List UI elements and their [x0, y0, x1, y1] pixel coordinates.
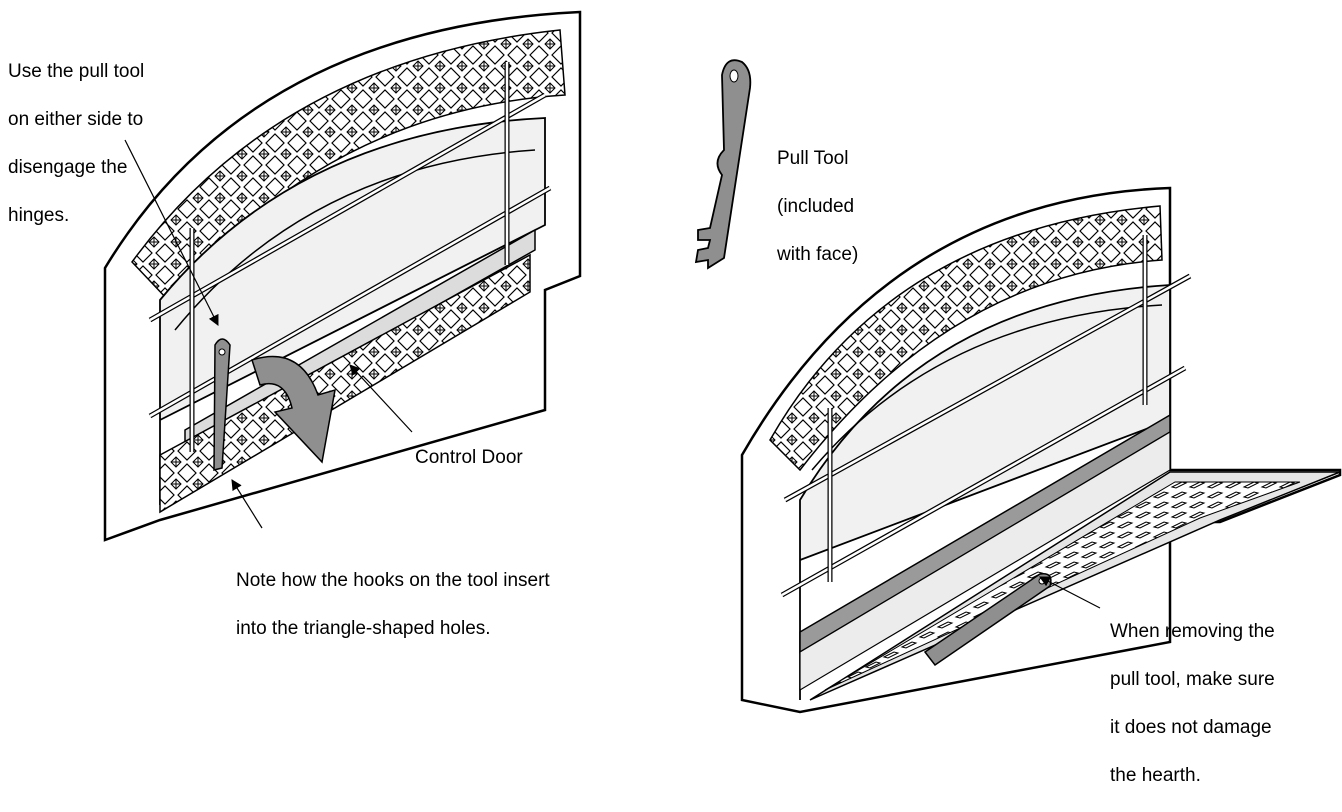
- hooks-note-callout: Note how the hooks on the tool insert in…: [236, 545, 550, 665]
- callout-line: hinges.: [8, 205, 70, 226]
- callout-line: Use the pull tool: [8, 61, 145, 82]
- pull-tool-usage-callout: Use the pull tool on either side to dise…: [8, 36, 144, 252]
- right-fireplace-face: [740, 186, 1342, 714]
- leader-removal-note: [1039, 576, 1101, 609]
- callout-line: it does not damage: [1110, 717, 1272, 738]
- left-fireplace-face: [103, 10, 582, 542]
- pull-tool-icon: [694, 59, 752, 270]
- rotation-arrow-icon: [251, 355, 336, 464]
- callout-line: Note how the hooks on the tool insert: [236, 570, 550, 591]
- callout-line: Pull Tool: [777, 148, 849, 169]
- fireplace-diagram: [103, 10, 1342, 714]
- callout-line: with face): [777, 244, 859, 265]
- leader-control-door: [349, 364, 413, 433]
- removal-note-callout: When removing the pull tool, make sure i…: [1110, 596, 1275, 812]
- callout-line: pull tool, make sure: [1110, 669, 1275, 690]
- callout-line: Control Door: [415, 447, 523, 468]
- callout-line: When removing the: [1110, 621, 1275, 642]
- callout-line: on either side to: [8, 109, 144, 130]
- control-door-callout: Control Door: [415, 422, 523, 494]
- callout-line: (included: [777, 196, 855, 217]
- leader-hooks-note: [231, 479, 263, 529]
- callout-line: disengage the: [8, 157, 128, 178]
- pull-tool-name-callout: Pull Tool (included with face): [777, 123, 858, 291]
- callout-line: the hearth.: [1110, 765, 1201, 786]
- callout-line: into the triangle-shaped holes.: [236, 618, 491, 639]
- leader-pull-tool-usage: [124, 139, 219, 326]
- inserted-pull-tool-icon: [213, 338, 231, 471]
